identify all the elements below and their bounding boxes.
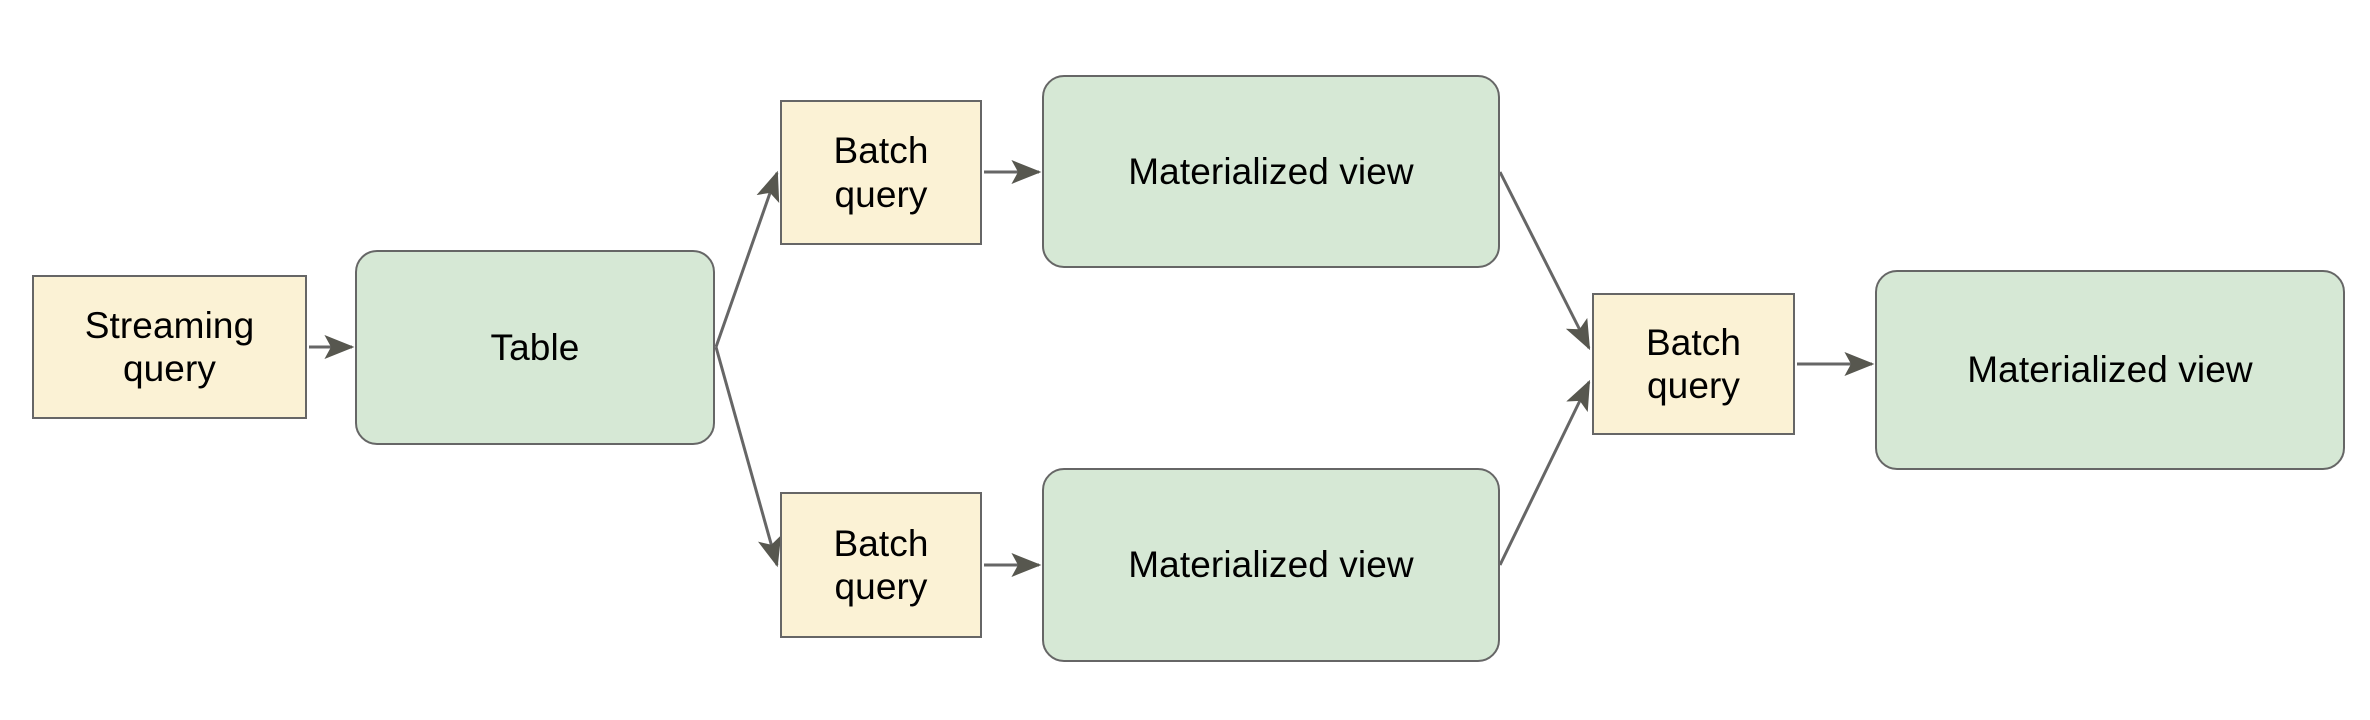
node-label-batch-query-top: Batch query	[833, 130, 929, 215]
edge-materialized-view-top-to-batch-query-merge	[1498, 171, 1591, 351]
node-label-batch-query-bottom: Batch query	[833, 522, 929, 607]
node-batch-query-bottom[interactable]: Batch query	[780, 492, 982, 638]
node-label-table: Table	[490, 326, 580, 368]
node-label-materialized-view-final: Materialized view	[1967, 349, 2253, 391]
edge-table-to-batch-query-top	[714, 170, 780, 348]
node-batch-query-merge[interactable]: Batch query	[1592, 293, 1795, 435]
node-label-materialized-view-bottom: Materialized view	[1128, 544, 1414, 586]
node-label-streaming-query: Streaming query	[84, 304, 255, 389]
node-materialized-view-top[interactable]: Materialized view	[1042, 75, 1500, 268]
node-label-materialized-view-top: Materialized view	[1128, 150, 1414, 192]
node-table[interactable]: Table	[355, 250, 715, 445]
node-streaming-query[interactable]: Streaming query	[32, 275, 307, 419]
node-materialized-view-bottom[interactable]: Materialized view	[1042, 468, 1500, 662]
node-materialized-view-final[interactable]: Materialized view	[1875, 270, 2345, 470]
node-label-batch-query-merge: Batch query	[1645, 321, 1742, 406]
node-batch-query-top[interactable]: Batch query	[780, 100, 982, 245]
edge-table-to-batch-query-bottom	[714, 346, 782, 568]
edge-materialized-view-bottom-to-batch-query-merge	[1498, 379, 1591, 566]
